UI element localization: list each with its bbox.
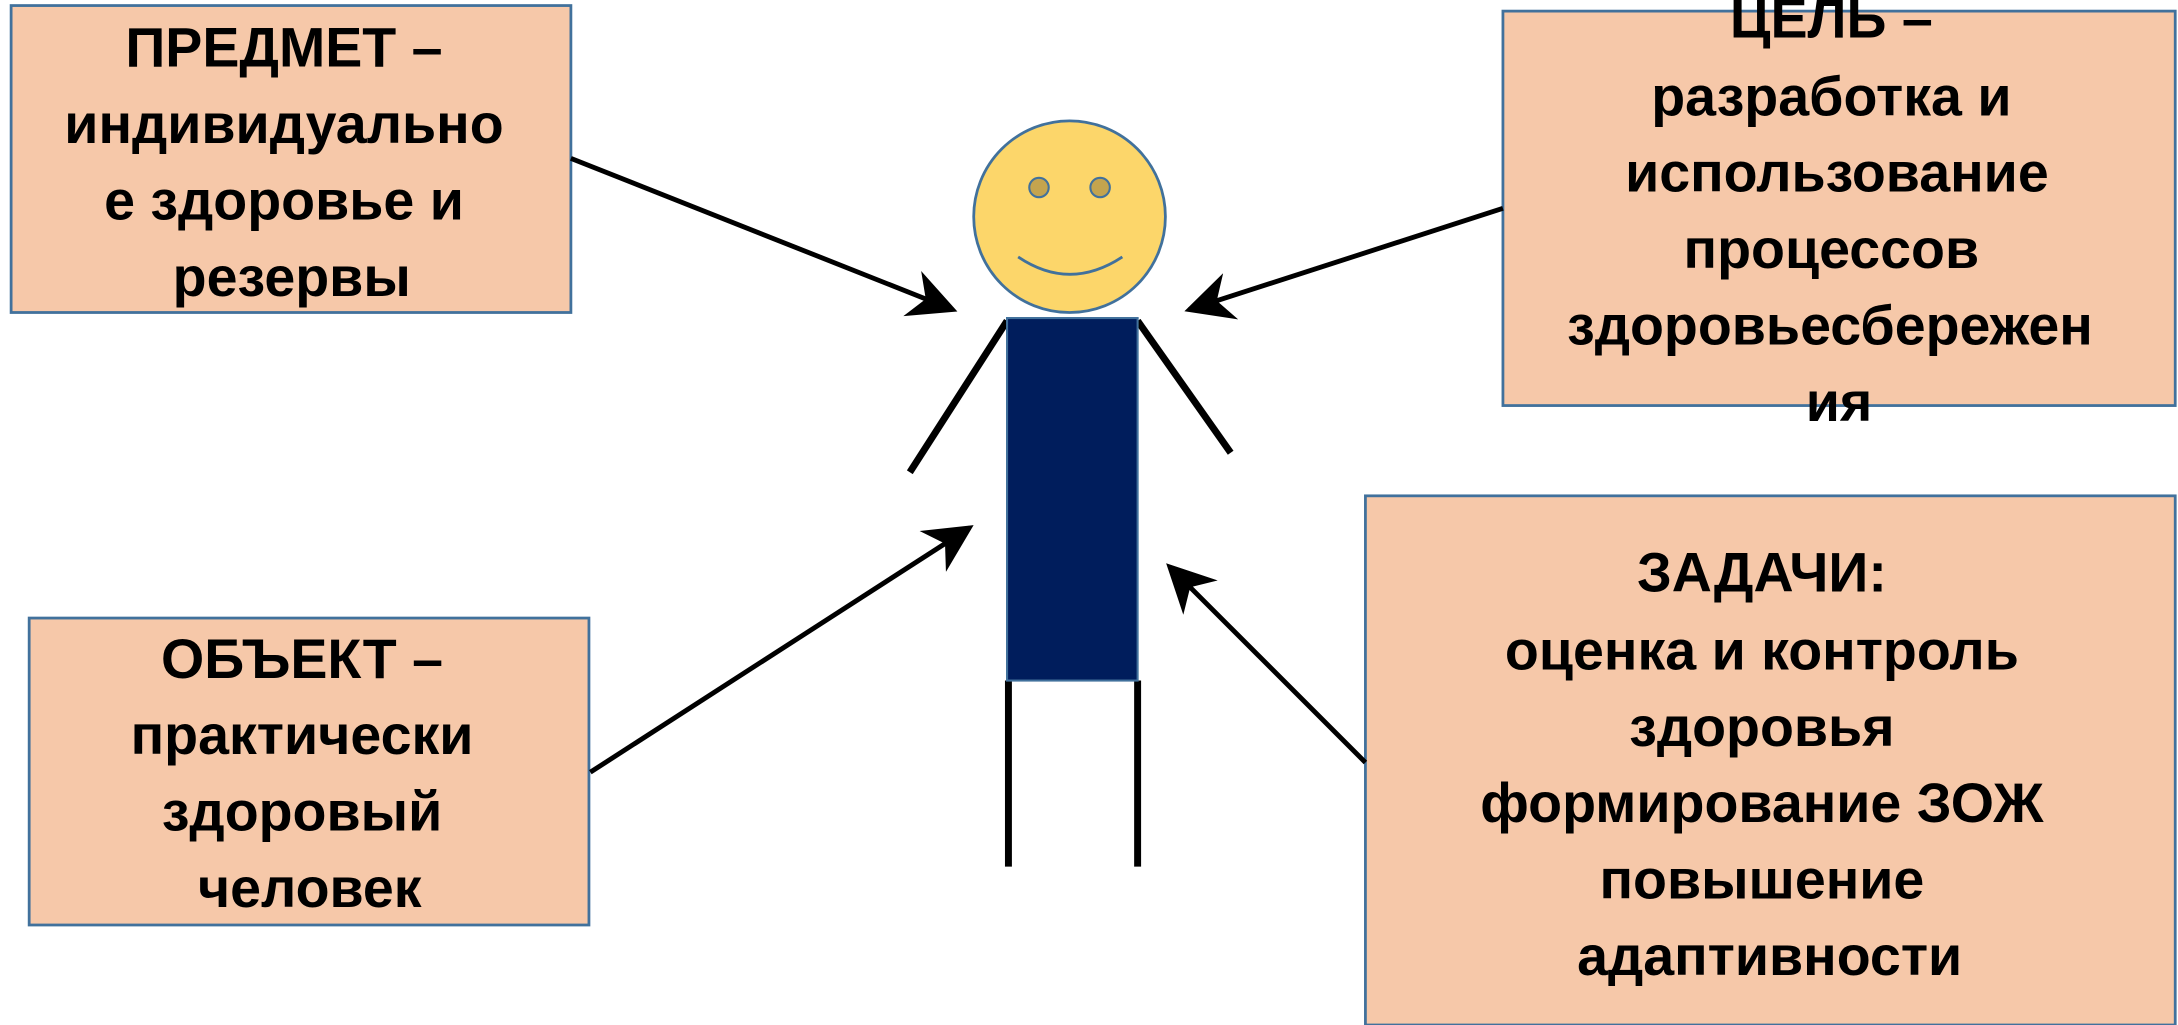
goal-line-3: использование bbox=[1625, 142, 2049, 204]
subject-box-background bbox=[9, 4, 573, 314]
tasks-box: ЗАДАЧИ: оценка и контроль здоровья форми… bbox=[1364, 494, 2177, 1025]
object-line-2: практически bbox=[131, 704, 474, 766]
subject-line-1: ПРЕДМЕТ – bbox=[125, 17, 442, 79]
tasks-line-4: формирование ЗОЖ bbox=[1480, 772, 2044, 834]
tasks-line-1: ЗАДАЧИ: bbox=[1637, 542, 1887, 604]
left-eye bbox=[1028, 176, 1050, 199]
goal-line-4: процессов bbox=[1684, 218, 1980, 280]
goal-line-5: здоровьесбережен bbox=[1567, 294, 2093, 356]
object-box: ОБЪЕКТ – практически здоровый человек bbox=[27, 616, 591, 927]
tasks-box-background bbox=[1364, 494, 2177, 1025]
subject-line-4: резервы bbox=[173, 246, 411, 308]
left-arm bbox=[906, 318, 1010, 475]
goal-box-text: ЦЕЛЬ – разработка и использование процес… bbox=[1567, 0, 2108, 433]
mouth bbox=[1017, 255, 1124, 276]
tasks-line-3: здоровья bbox=[1629, 696, 1894, 758]
tasks-line-5: повышение bbox=[1599, 849, 1924, 911]
right-eye bbox=[1089, 176, 1111, 199]
goal-line-6: ия bbox=[1806, 371, 1873, 433]
goal-line-2: разработка и bbox=[1651, 65, 2011, 127]
arrow-goal-to-figure bbox=[1184, 206, 1504, 320]
arrow-object-to-figure bbox=[589, 525, 974, 775]
goal-box: ЦЕЛЬ – разработка и использование процес… bbox=[1501, 0, 2177, 433]
object-box-text: ОБЪЕКТ – практически здоровый человек bbox=[131, 628, 489, 919]
object-box-background bbox=[27, 616, 591, 927]
tasks-line-2: оценка и контроль bbox=[1505, 619, 2019, 681]
object-line-3: здоровый bbox=[162, 781, 442, 843]
object-line-4: человек bbox=[198, 857, 422, 919]
right-arm bbox=[1134, 318, 1234, 455]
goal-line-1: ЦЕЛЬ – bbox=[1730, 0, 1933, 49]
arrow-subject-to-figure bbox=[569, 156, 958, 317]
head bbox=[972, 119, 1167, 314]
smiley-face-icon bbox=[972, 119, 1167, 314]
tasks-line-6: адаптивности bbox=[1577, 925, 1962, 987]
subject-line-2: индивидуально bbox=[64, 93, 503, 155]
subject-line-3: е здоровье и bbox=[104, 169, 464, 231]
goal-box-background bbox=[1501, 9, 2177, 407]
object-line-1: ОБЪЕКТ – bbox=[161, 628, 443, 690]
stick-figure-icon bbox=[906, 119, 1234, 867]
subject-box: ПРЕДМЕТ – индивидуально е здоровье и рез… bbox=[9, 4, 573, 314]
tasks-box-text: ЗАДАЧИ: оценка и контроль здоровья форми… bbox=[1480, 542, 2059, 987]
subject-box-text: ПРЕДМЕТ – индивидуально е здоровье и рез… bbox=[64, 17, 519, 308]
torso bbox=[1006, 317, 1139, 682]
arrow-tasks-to-figure bbox=[1166, 563, 1368, 765]
